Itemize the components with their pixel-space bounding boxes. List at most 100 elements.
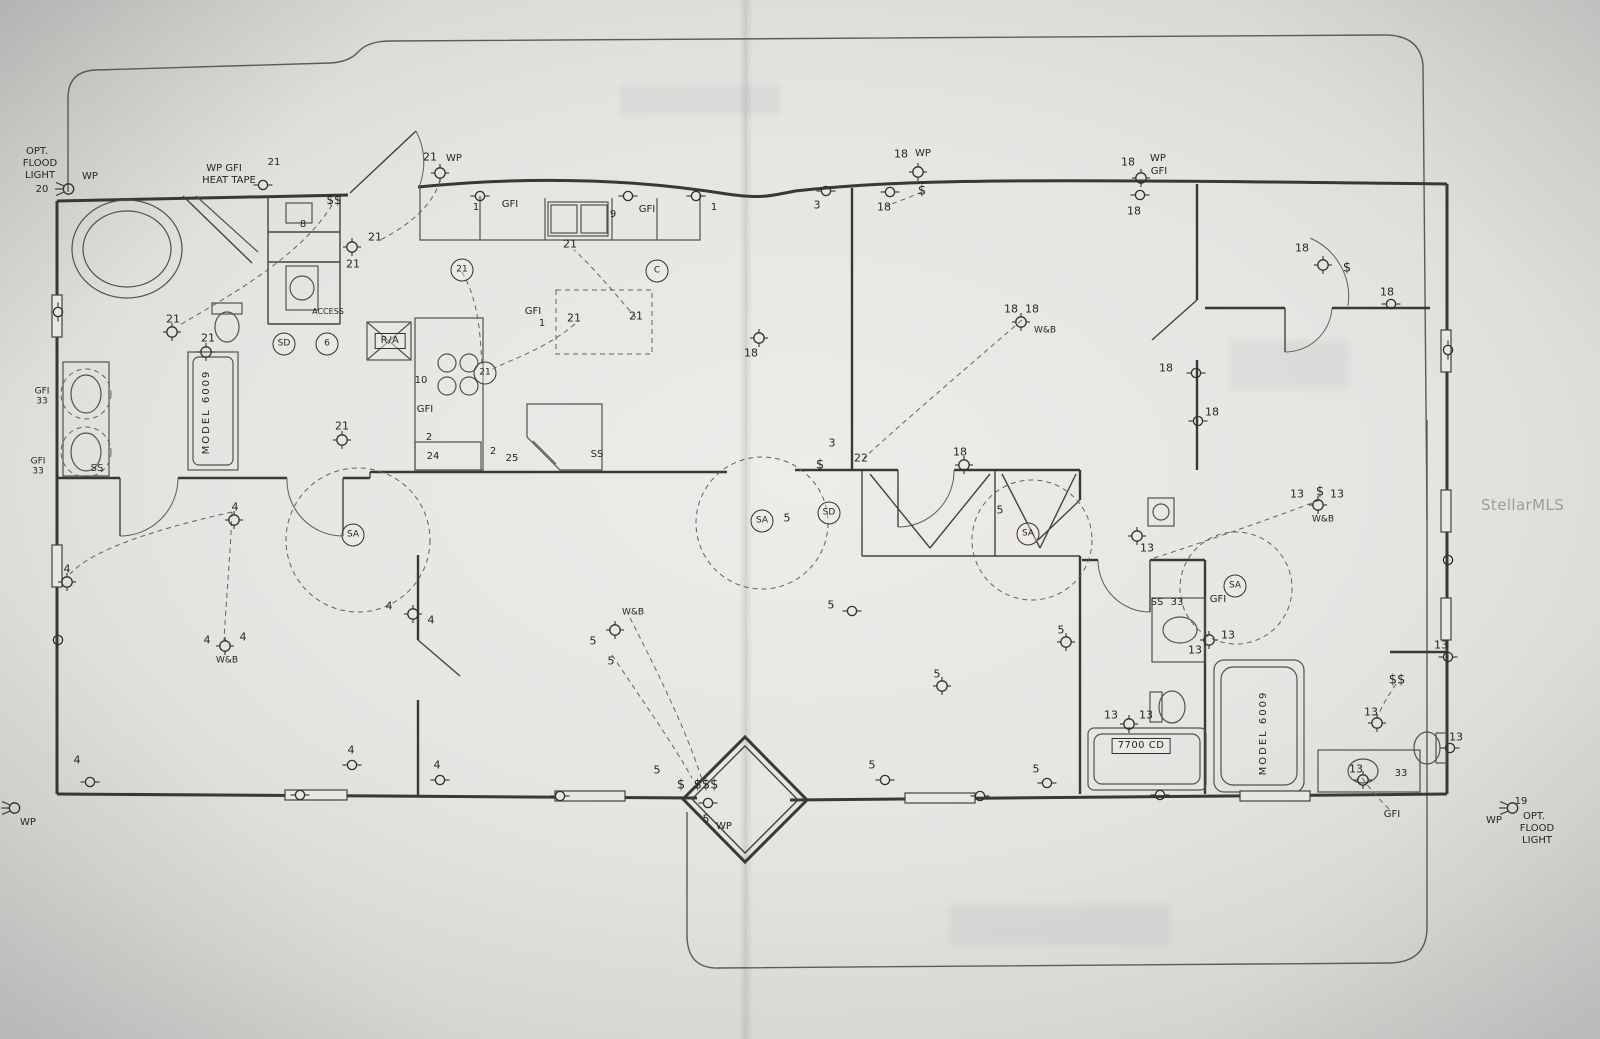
label: 13 <box>1349 762 1363 776</box>
watermark: StellarMLS <box>1481 496 1565 514</box>
ceiling-light-icon <box>1308 495 1329 518</box>
label: 5 <box>607 654 615 668</box>
label: 13 <box>1364 705 1378 719</box>
ceiling-light-icon <box>215 636 236 659</box>
circled-symbol: SA <box>1016 522 1040 546</box>
label: 1 <box>538 318 546 329</box>
label: WP <box>20 817 36 828</box>
label: 21 <box>567 311 581 325</box>
outlet-icon <box>698 797 718 812</box>
ceiling-light-icon <box>954 455 975 478</box>
ceiling-light-icon <box>430 163 451 186</box>
label: $$ <box>1388 672 1406 688</box>
label: 33 <box>32 466 44 477</box>
label: 21 <box>346 257 360 271</box>
label: 13 <box>1330 487 1344 501</box>
label: 18 <box>1205 405 1219 419</box>
boxed-label: 7700 CD <box>1111 738 1171 754</box>
label: WP <box>915 148 931 159</box>
boxed-label: R/A <box>374 333 406 349</box>
label: 2 <box>425 432 433 443</box>
label: $$$ <box>693 777 719 793</box>
label: 21 <box>423 150 437 164</box>
label: 4 <box>63 562 71 576</box>
outlet-icon <box>686 190 706 205</box>
ceiling-light-icon <box>932 676 953 699</box>
label: 10 <box>414 375 428 386</box>
ceiling-light-icon <box>57 572 78 595</box>
outlet-icon <box>1130 189 1150 204</box>
outlet-icon <box>253 179 273 194</box>
outlet-icon <box>1438 651 1458 666</box>
label: GFI <box>638 204 656 215</box>
label: 1 <box>710 202 718 213</box>
label: WP <box>1486 815 1502 826</box>
label: 5 <box>996 503 1004 517</box>
outlet-icon <box>1381 298 1401 313</box>
label: 21 <box>335 419 349 433</box>
label: WP <box>446 153 462 164</box>
ceiling-light-icon <box>1367 713 1388 736</box>
outlet-icon <box>875 774 895 789</box>
ceiling-light-icon <box>1127 526 1148 549</box>
label: 21 <box>166 312 180 326</box>
vertical-label: MODEL 6009 <box>1258 690 1269 776</box>
ceiling-light-icon <box>1119 714 1140 737</box>
label: 19 <box>1514 796 1528 807</box>
outlet-icon <box>430 774 450 789</box>
outlet-icon <box>1037 777 1057 792</box>
ceiling-light-icon <box>1056 632 1077 655</box>
label: 18 <box>1295 241 1309 255</box>
outlet-icon <box>842 605 862 620</box>
ceiling-light-icon <box>1199 630 1220 653</box>
circled-symbol: SA <box>341 523 365 547</box>
label: W&B <box>1033 325 1057 336</box>
label: 18 <box>877 200 891 214</box>
outlet-icon <box>1186 367 1206 382</box>
label: $ <box>815 457 825 473</box>
vertical-label: MODEL 6009 <box>201 369 212 455</box>
ceiling-light-icon <box>908 162 929 185</box>
label: 8 <box>299 219 307 230</box>
label: 5 <box>702 812 710 826</box>
label: 18 <box>1127 204 1141 218</box>
label: 18 <box>1121 155 1135 169</box>
label: WP <box>716 821 732 832</box>
outlet-icon <box>970 790 990 805</box>
label: 21 <box>629 309 643 323</box>
outlet-icon <box>50 630 65 650</box>
label: 33 <box>1394 768 1408 779</box>
ceiling-light-icon <box>224 510 245 533</box>
label: 4 <box>385 599 393 613</box>
outlet-icon <box>816 185 836 200</box>
circled-symbol: 21 <box>450 258 474 282</box>
label: 2 <box>489 446 497 457</box>
circled-symbol: SD <box>272 332 296 356</box>
circled-symbol: SD <box>817 501 841 525</box>
label: FLOOD <box>22 158 58 169</box>
outlet-icon <box>290 789 310 804</box>
ceiling-light-icon <box>162 322 183 345</box>
label: ACCESS <box>312 307 344 316</box>
outlet-icon <box>1150 789 1170 804</box>
label: WP <box>82 171 98 182</box>
label: 21 <box>201 331 215 345</box>
label: 3 <box>813 198 821 212</box>
label: 20 <box>35 184 49 195</box>
ceiling-light-icon <box>1353 770 1374 793</box>
circled-symbol: 6 <box>315 332 339 356</box>
label: 4 <box>239 630 247 644</box>
label: 5 <box>589 634 597 648</box>
label: 24 <box>426 451 440 462</box>
label: 4 <box>347 743 355 757</box>
floodlight-icon <box>1 798 23 820</box>
label: W&B <box>215 655 239 666</box>
outlet-icon <box>50 302 65 322</box>
outlet-icon <box>1188 415 1208 430</box>
label: SS <box>1150 597 1164 608</box>
outlet-icon <box>1440 340 1455 360</box>
circled-symbol: SA <box>750 509 774 533</box>
outlet-icon <box>470 190 490 205</box>
